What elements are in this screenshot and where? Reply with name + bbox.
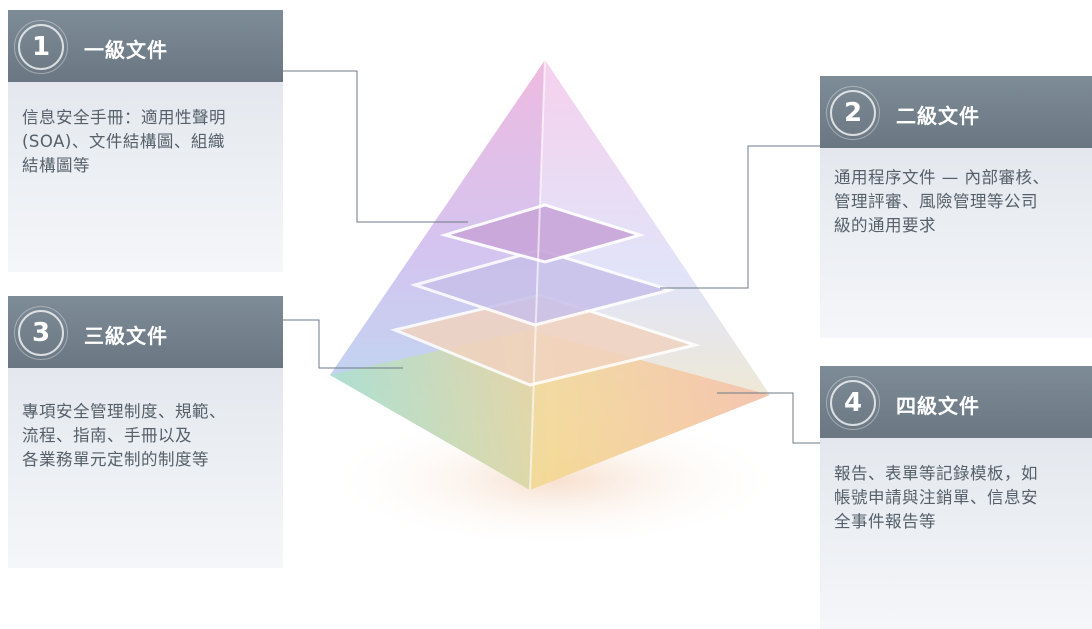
level-4-card-header: 4 四級文件 (820, 366, 1092, 438)
level-2-card: 2 二級文件 通用程序文件 — 內部審核、 管理評審、風險管理等公司 級的通用要… (820, 76, 1092, 338)
level-4-line-2: 帳號申請與注銷單、信息安 (834, 488, 1038, 507)
level-2-line-2: 管理評審、風險管理等公司 (834, 192, 1038, 211)
level-1-line-2: (SOA)、文件結構圖、組織 (22, 132, 225, 151)
level-3-number-badge: 3 (14, 306, 68, 360)
level-1-card-header: 1 一級文件 (8, 10, 283, 82)
level-2-line-3: 級的通用要求 (834, 216, 936, 235)
level-3-card-header: 3 三級文件 (8, 296, 283, 368)
level-1-line-3: 結構圖等 (22, 156, 90, 175)
level-1-title: 一級文件 (84, 38, 168, 62)
pyramid-layer-1 (439, 203, 646, 264)
level-3-line-3: 各業務單元定制的制度等 (22, 450, 209, 469)
level-4-line-3: 全事件報告等 (834, 512, 936, 531)
connector-level-3 (283, 319, 403, 369)
level-2-line-1: 通用程序文件 — 內部審核、 (834, 168, 1050, 187)
level-4-card: 4 四級文件 報告、表單等記錄模板，如 帳號申請與注銷單、信息安 全事件報告等 (820, 366, 1092, 629)
level-2-card-body (820, 148, 1092, 338)
level-2-number-badge: 2 (826, 86, 880, 140)
level-1-description: 信息安全手冊：適用性聲明 (SOA)、文件結構圖、組織 結構圖等 (22, 106, 273, 178)
level-3-description: 專項安全管理制度、規範、 流程、指南、手冊以及 各業務單元定制的制度等 (22, 400, 273, 472)
level-3-card: 3 三級文件 專項安全管理制度、規範、 流程、指南、手冊以及 各業務單元定制的制… (8, 296, 283, 568)
connector-level-1 (283, 70, 468, 223)
level-2-title: 二級文件 (896, 104, 980, 128)
level-1-line-1: 信息安全手冊：適用性聲明 (22, 108, 226, 127)
level-3-card-body (8, 368, 283, 568)
pyramid-layer-2 (409, 248, 676, 327)
level-4-card-body (820, 438, 1092, 629)
level-1-card: 1 一級文件 信息安全手冊：適用性聲明 (SOA)、文件結構圖、組織 結構圖等 (8, 10, 283, 272)
level-4-title: 四級文件 (896, 394, 980, 418)
level-3-line-2: 流程、指南、手冊以及 (22, 426, 192, 445)
connector-level-4 (717, 392, 820, 444)
level-2-card-header: 2 二級文件 (820, 76, 1092, 148)
level-3-line-1: 專項安全管理制度、規範、 (22, 402, 226, 421)
level-2-description: 通用程序文件 — 內部審核、 管理評審、風險管理等公司 級的通用要求 (834, 166, 1082, 238)
level-4-number-badge: 4 (826, 376, 880, 430)
level-4-line-1: 報告、表單等記錄模板，如 (834, 464, 1038, 483)
level-1-card-body (8, 82, 283, 272)
connector-level-2 (660, 145, 820, 289)
level-1-number-badge: 1 (14, 20, 68, 74)
pyramid-base-layer (330, 330, 770, 490)
pyramid-ridge (529, 59, 546, 491)
level-3-title: 三級文件 (84, 324, 168, 348)
level-4-description: 報告、表單等記錄模板，如 帳號申請與注銷單、信息安 全事件報告等 (834, 462, 1082, 534)
